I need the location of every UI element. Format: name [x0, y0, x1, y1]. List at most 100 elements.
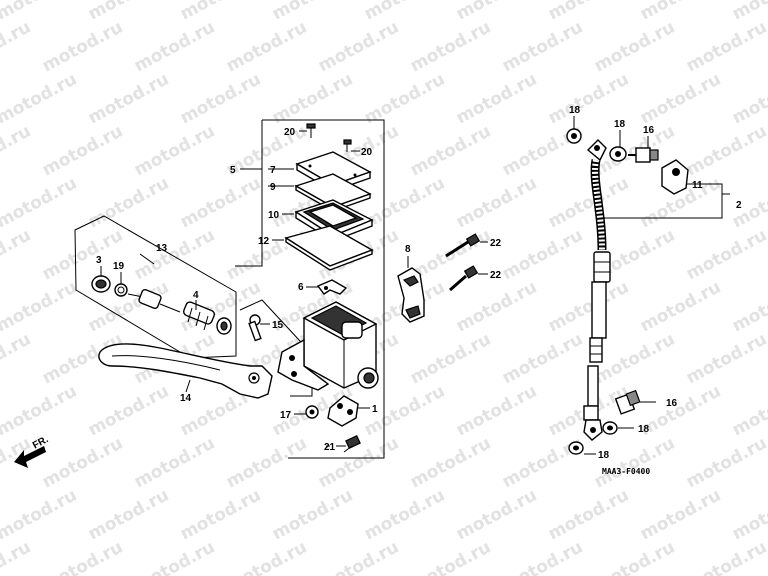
callout-10: 10	[268, 210, 280, 221]
watermark-text: motod.ru	[637, 0, 724, 24]
watermark-text: motod.ru	[131, 433, 218, 492]
callout-13: 13	[156, 243, 168, 254]
watermark-text: motod.ru	[499, 537, 586, 576]
watermark-text: motod.ru	[131, 17, 218, 76]
watermark-text: motod.ru	[131, 537, 218, 576]
watermark-text: motod.ru	[361, 0, 448, 24]
diagram-code: MAA3-F0400	[602, 467, 650, 476]
watermark-text: motod.ru	[315, 537, 402, 576]
callout-3: 3	[96, 255, 102, 266]
group-frame-13	[74, 215, 237, 359]
watermark-text: motod.ru	[591, 433, 678, 492]
watermark-text: motod.ru	[361, 485, 448, 544]
callout-12: 12	[258, 236, 270, 247]
watermark-text: motod.ru	[0, 485, 80, 544]
watermark-text: motod.ru	[683, 329, 768, 388]
callout-18-top-right: 18	[614, 119, 626, 130]
callout-18-top-left: 18	[569, 105, 581, 116]
watermark-text: motod.ru	[545, 485, 632, 544]
watermark-text: motod.ru	[407, 433, 494, 492]
sealing-washer-18-upper-right	[609, 146, 627, 162]
callout-14: 14	[180, 393, 192, 404]
screw-20-right	[343, 139, 360, 152]
group-frame-5	[262, 119, 385, 459]
watermark-text: motod.ru	[0, 537, 34, 576]
brake-lever-14	[98, 343, 273, 399]
watermark-text: motod.ru	[0, 17, 34, 76]
watermark-text: motod.ru	[39, 17, 126, 76]
callout-6: 6	[298, 282, 304, 293]
callout-21: 21	[324, 442, 336, 453]
watermark-text: motod.ru	[361, 173, 448, 232]
callout-20-right: 20	[361, 147, 373, 158]
watermark-text: motod.ru	[315, 17, 402, 76]
callout-labels: 1 2 3 4 5 6 7 8 9 10 11 12 13 14 15 16 1…	[96, 105, 742, 461]
watermark-text: motod.ru	[269, 0, 356, 24]
front-direction-arrow	[14, 446, 46, 468]
bolt-22-upper	[445, 233, 481, 258]
watermark-text: motod.ru	[683, 121, 768, 180]
callout-4: 4	[193, 290, 199, 301]
watermark-text: motod.ru	[223, 17, 310, 76]
watermark-text: motod.ru	[0, 225, 34, 284]
callout-22-lower: 22	[490, 270, 502, 281]
group-frame-2-bottom	[600, 206, 723, 219]
watermark-text: motod.ru	[499, 225, 586, 284]
watermark-text: motod.ru	[545, 277, 632, 336]
watermark-text: motod.ru	[0, 69, 80, 128]
watermark-text: motod.ru	[407, 121, 494, 180]
callout-20-top: 20	[284, 127, 296, 138]
sealing-washer-18-bottom-right	[602, 421, 618, 435]
watermark-text: motod.ru	[85, 173, 172, 232]
watermark-text: motod.ru	[85, 485, 172, 544]
watermark-text: motod.ru	[39, 433, 126, 492]
watermark-text: motod.ru	[637, 69, 724, 128]
watermark-text: motod.ru	[453, 173, 540, 232]
callout-7: 7	[270, 165, 276, 176]
screw-21	[343, 435, 361, 453]
watermark-text: motod.ru	[591, 17, 678, 76]
watermark-text: motod.ru	[637, 485, 724, 544]
watermark-text: motod.ru	[453, 381, 540, 440]
protector-12	[284, 225, 374, 271]
watermark-text: motod.ru	[0, 277, 80, 336]
watermark-text: motod.ru	[0, 0, 80, 24]
bolt-17	[305, 405, 319, 419]
watermark-text: motod.ru	[499, 329, 586, 388]
callout-19: 19	[113, 261, 125, 272]
watermark-text: motod.ru	[177, 0, 264, 24]
watermark-text: motod.ru	[223, 225, 310, 284]
screw-20-top	[299, 123, 316, 138]
watermark-text: motod.ru	[683, 433, 768, 492]
callout-18-bottom-right: 18	[638, 424, 650, 435]
watermark-text: motod.ru	[0, 381, 80, 440]
watermark-text: motod.ru	[683, 17, 768, 76]
watermark-text: motod.ru	[223, 433, 310, 492]
sealing-washer-18-top	[566, 128, 582, 144]
callout-16-bottom: 16	[666, 398, 678, 409]
watermark-text: motod.ru	[591, 537, 678, 576]
watermark-text: motod.ru	[39, 225, 126, 284]
holder-clamp-1	[327, 395, 359, 427]
watermark-text: motod.ru	[407, 537, 494, 576]
clip-6	[316, 279, 348, 295]
watermark-text: motod.ru	[85, 381, 172, 440]
callout-22-upper: 22	[490, 238, 502, 249]
callout-9: 9	[270, 182, 276, 193]
watermark-text: motod.ru	[545, 173, 632, 232]
watermark-text: motod.ru	[269, 485, 356, 544]
watermark-text: motod.ru	[729, 69, 768, 128]
front-direction-label: FR.	[31, 434, 51, 451]
brake-hose-11	[583, 139, 611, 441]
callout-2: 2	[736, 200, 742, 211]
watermark-text: motod.ru	[407, 17, 494, 76]
watermark-text: motod.ru	[131, 225, 218, 284]
callout-16-top: 16	[643, 125, 655, 136]
banjo-bolt-16-top	[628, 147, 659, 163]
watermark-text: motod.ru	[637, 277, 724, 336]
callout-5: 5	[230, 165, 236, 176]
watermark-text: motod.ru	[453, 277, 540, 336]
watermark-text: motod.ru	[729, 277, 768, 336]
